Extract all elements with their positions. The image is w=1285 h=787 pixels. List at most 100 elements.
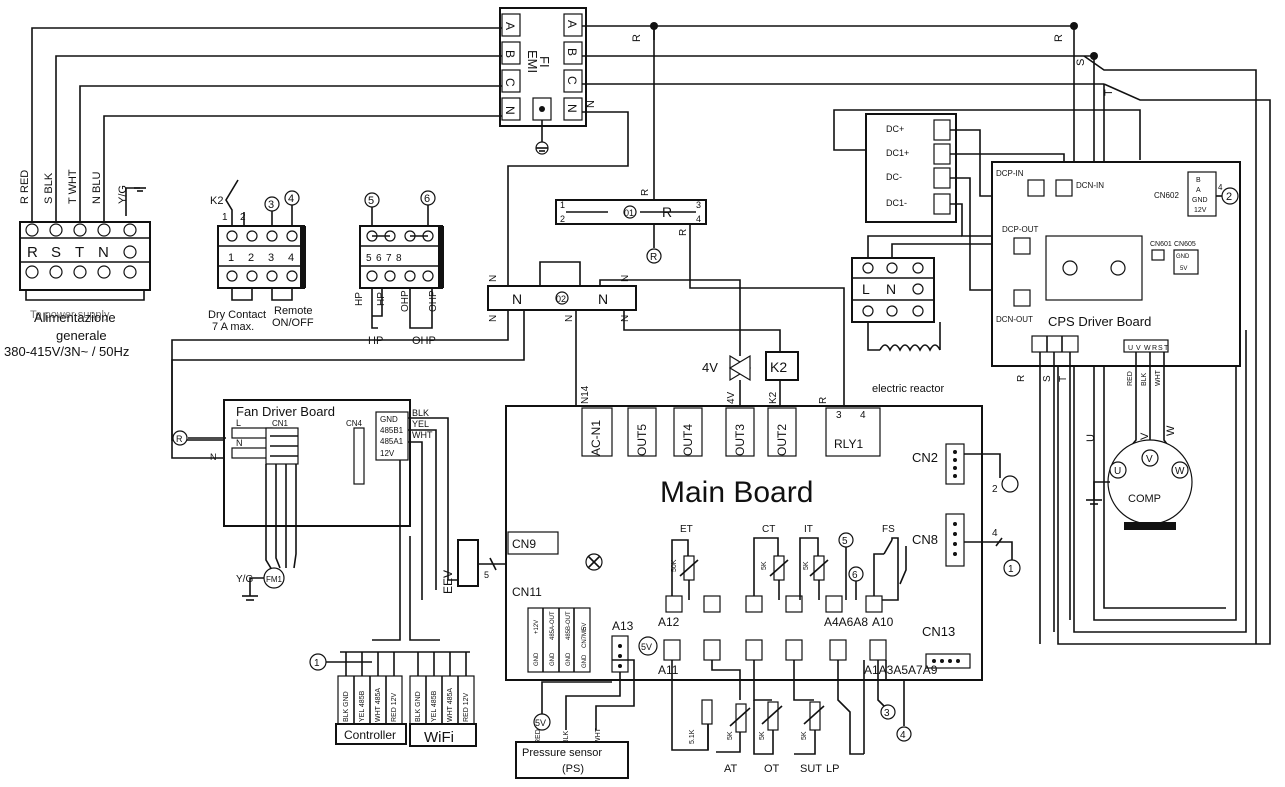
emi-label: EMI bbox=[525, 50, 540, 73]
comp-u-outer: U bbox=[1085, 434, 1097, 442]
comp-term-v: V bbox=[1146, 454, 1153, 465]
hp-term-5: 5 bbox=[366, 253, 372, 264]
relay-num-4: 4 bbox=[696, 214, 701, 224]
dry-top-1: 1 bbox=[222, 212, 228, 223]
fan-wire-wht: WHT bbox=[412, 430, 433, 440]
cps-rst-r: R bbox=[1016, 375, 1027, 382]
cps-cn602-count: 4 bbox=[1218, 183, 1223, 192]
wifi-pin-2: YEL 485B bbox=[431, 690, 438, 722]
dry-term-1: 1 bbox=[228, 252, 234, 264]
power-screws-top bbox=[25, 223, 137, 279]
fan-n-label: N bbox=[210, 452, 217, 462]
mb-port-a12: A12 bbox=[658, 615, 680, 629]
mb-port-a13: A13 bbox=[612, 619, 634, 633]
wire-n-label: N bbox=[585, 100, 597, 108]
dry-badge-4: 4 bbox=[288, 193, 294, 205]
bottom-val-4: 5K bbox=[801, 731, 808, 740]
dc-term-2: DC1+ bbox=[886, 148, 909, 158]
cps-wire-wht: WHT bbox=[1155, 369, 1162, 386]
mb-cn2: CN2 bbox=[912, 450, 938, 465]
dry-caption-a: Dry Contact bbox=[208, 309, 266, 321]
power-label-s: S BLK bbox=[43, 172, 55, 204]
mb-wire-r: R bbox=[818, 397, 829, 404]
emi-left-term-a: A bbox=[503, 22, 517, 30]
main-board: AC-N1 OUT5 OUT4 OUT3 OUT2 RLY1 3 4 N14 4… bbox=[505, 385, 1021, 681]
pressure-wire-red: RED bbox=[535, 729, 542, 744]
reactor-term-l: L bbox=[862, 281, 870, 297]
bottom-badge-4: 4 bbox=[900, 730, 906, 741]
mb-sensor-it-val: 5K bbox=[803, 561, 810, 570]
mb-cn8: CN8 bbox=[912, 532, 938, 547]
controller-wifi: 1 BLK GND YEL 485B WHT 485A RED 12V Cont… bbox=[309, 652, 477, 747]
relay-num-3: 3 bbox=[696, 200, 701, 210]
cps-cn602: CN602 bbox=[1154, 191, 1179, 200]
fan-cn4-12v: 12V bbox=[380, 449, 395, 458]
mb-sensor-ct-val: 5K bbox=[761, 561, 768, 570]
fan-wire-yel: YEL bbox=[412, 419, 429, 429]
fan-driver-board: Fan Driver Board CN1 CN4 GND 485B1 485A1… bbox=[172, 399, 478, 653]
comp-w-outer: W bbox=[1165, 425, 1177, 436]
power-label-t: T WHT bbox=[67, 169, 79, 204]
controller-pin-3: WHT 485A bbox=[375, 688, 382, 722]
cps-cn605-5v: 5V bbox=[1180, 266, 1187, 272]
dry-top-2: 2 bbox=[240, 212, 246, 223]
mb-cn11-pin-5: GND bbox=[550, 652, 556, 666]
mb-sensor-it: IT bbox=[804, 524, 813, 535]
dry-badge-3: 3 bbox=[268, 199, 274, 211]
mb-conn-out4: OUT4 bbox=[681, 424, 695, 456]
fan-n: N bbox=[236, 438, 243, 448]
n-terminal-strip: 02 N N N N N N N bbox=[171, 261, 781, 441]
pressure-sub: (PS) bbox=[562, 763, 584, 775]
hp-caption: HP bbox=[368, 335, 383, 347]
mb-port-a11: A11 bbox=[658, 663, 679, 677]
power-term-s: S bbox=[51, 244, 61, 261]
pressure-title: Pressure sensor bbox=[522, 747, 602, 759]
power-caption-2: generale bbox=[56, 328, 107, 343]
reactor-caption: electric reactor bbox=[872, 383, 944, 395]
power-term-r: R bbox=[27, 244, 38, 261]
cps-rst-s: S bbox=[1042, 375, 1053, 382]
cps-uvw-u: U bbox=[1128, 345, 1133, 352]
cps-uvw-w: W bbox=[1144, 345, 1151, 352]
k2-relay: K2 bbox=[765, 351, 799, 410]
hp-label-right: HP bbox=[376, 292, 387, 306]
bottom-label-ot: OT bbox=[764, 763, 780, 775]
power-feed-wires bbox=[31, 27, 502, 228]
n-wire-label-c: N bbox=[564, 315, 575, 322]
pressure-five-v: 5V bbox=[535, 718, 546, 728]
hp-label-left: HP bbox=[354, 292, 365, 306]
relay-num-2: 2 bbox=[560, 214, 565, 224]
cps-dcp-out: DCP-OUT bbox=[1002, 225, 1039, 234]
n-wire-label-a: N bbox=[488, 275, 499, 282]
emi-left-term-b: B bbox=[503, 50, 517, 58]
hp-ohp-block: 5 6 7 8 5 6 HP HP OHP OHP HP OHP bbox=[354, 190, 444, 347]
mb-rly-pin-3: 3 bbox=[836, 410, 842, 421]
mb-cn11-pin-2: 485A-OUT bbox=[550, 611, 556, 640]
bottom-label-at: AT bbox=[724, 763, 738, 775]
mb-cn8-badge: 1 bbox=[1008, 564, 1014, 575]
bottom-label-sut: SUT bbox=[800, 763, 822, 775]
power-label-n: N BLU bbox=[91, 172, 103, 204]
bottom-val-1: 5.1K bbox=[689, 729, 696, 744]
emi-right-term-c: C bbox=[565, 76, 579, 85]
cps-cn602-pin-b: B bbox=[1196, 177, 1201, 184]
cps-uvw-s: S bbox=[1158, 345, 1163, 352]
cps-dcn-out: DCN-OUT bbox=[996, 315, 1033, 324]
mb-conn-out2: OUT2 bbox=[775, 424, 789, 456]
cps-cn602-badge: 2 bbox=[1226, 191, 1232, 203]
mb-cn11: CN11 bbox=[512, 585, 542, 599]
dry-caption-c: Remote bbox=[274, 305, 313, 317]
mb-sensor-et: ET bbox=[680, 524, 693, 535]
mb-wire-k2: K2 bbox=[768, 391, 779, 404]
dry-caption-b: 7 A max. bbox=[212, 321, 254, 333]
mb-port-a4a6a8: A4A6A8 bbox=[824, 615, 868, 629]
relay-num-1: 1 bbox=[560, 200, 565, 210]
wifi-pin-1: BLK GND bbox=[415, 691, 422, 722]
mb-sensor-fs: FS bbox=[882, 524, 895, 535]
dry-contact-block: 1 2 3 4 K2 1 2 3 4 Dry Contact 7 A max. … bbox=[208, 179, 314, 333]
mb-port-a1a3: A1A3A5A7A9 bbox=[864, 663, 938, 677]
fan-r-badge: R bbox=[176, 434, 183, 444]
wire-t-label: T bbox=[1103, 89, 1115, 96]
mb-cn11-pin-9: GND bbox=[582, 654, 588, 668]
